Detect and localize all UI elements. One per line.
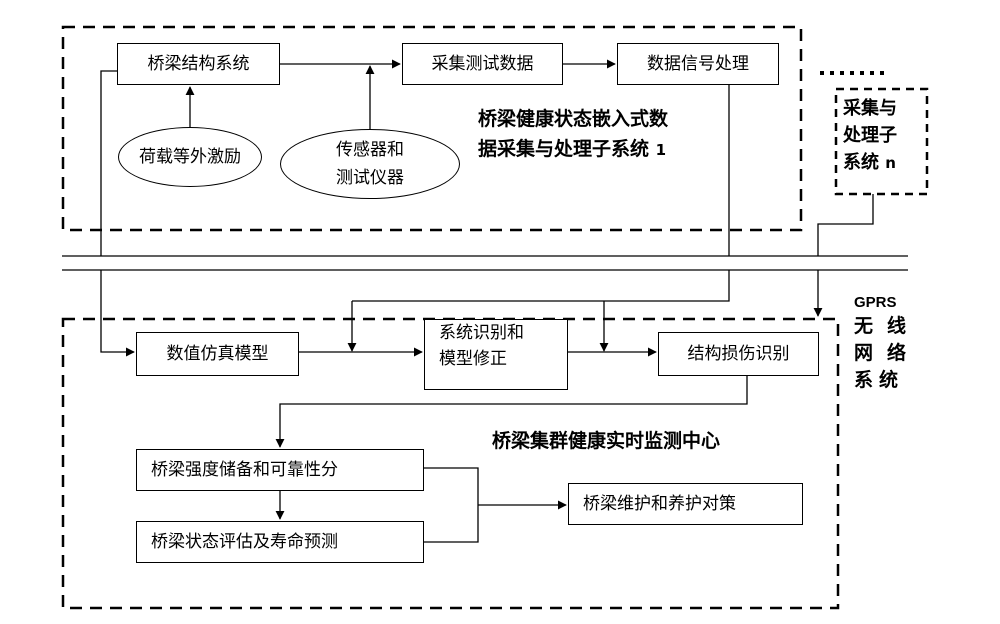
node-label-line2: 测试仪器 xyxy=(336,168,404,188)
subsystem-n-label: 采集与 处理子 系统 n xyxy=(843,95,897,177)
title-line2: 据采集与处理子系统 1 xyxy=(478,134,668,165)
link-structure-to-bus xyxy=(100,70,117,256)
label-line3: 系统 n xyxy=(843,149,897,177)
node-label: 荷载等外激励 xyxy=(139,147,241,167)
node-label: 桥梁结构系统 xyxy=(147,54,250,74)
node-sensors: 传感器和 测试仪器 xyxy=(280,129,460,199)
gprs-heading: GPRS xyxy=(854,294,897,311)
top-subsystem-title: 桥梁健康状态嵌入式数 据采集与处理子系统 1 xyxy=(478,104,668,165)
subsystem-index: n xyxy=(885,154,896,172)
node-state-assessment: 桥梁状态评估及寿命预测 xyxy=(136,521,424,563)
title-line1: 桥梁健康状态嵌入式数 xyxy=(478,108,669,130)
node-signal-processing: 数据信号处理 xyxy=(617,43,779,85)
node-damage-identification: 结构损伤识别 xyxy=(658,332,819,376)
node-label: 结构损伤识别 xyxy=(687,344,790,364)
node-bridge-structure: 桥梁结构系统 xyxy=(117,43,280,85)
node-label: 桥梁维护和养护对策 xyxy=(583,494,736,514)
subsystem-index: 1 xyxy=(655,141,667,159)
node-label-line1: 传感器和 xyxy=(336,140,404,160)
node-load-excitation: 荷载等外激励 xyxy=(118,127,262,187)
link-bus-to-center-split xyxy=(352,270,730,302)
link-subsystem-n-to-bus xyxy=(817,194,874,256)
node-label: 采集测试数据 xyxy=(431,54,534,74)
label-text: 系统 xyxy=(843,152,879,173)
link-bus-to-model xyxy=(100,270,135,357)
label-line1: 采集与 xyxy=(843,98,897,119)
bracket-to-maintenance xyxy=(424,467,479,543)
gprs-network-label: GPRS 无线 网络 系统 xyxy=(854,293,920,394)
title-text: 据采集与处理子系统 xyxy=(478,138,650,160)
node-label: 数据信号处理 xyxy=(647,54,749,74)
node-label: 桥梁状态评估及寿命预测 xyxy=(151,532,338,552)
node-label-line1: 系统识别和 xyxy=(439,323,524,343)
node-collect-test-data: 采集测试数据 xyxy=(402,43,563,85)
network-line1: 无线 xyxy=(854,315,921,337)
node-strength-reliability: 桥梁强度储备和可靠性分 xyxy=(136,449,424,491)
node-maintenance: 桥梁维护和养护对策 xyxy=(568,483,803,525)
node-label-line2: 模型修正 xyxy=(439,349,507,369)
label-line2: 处理子 xyxy=(843,125,897,146)
top-subsystem-border xyxy=(61,25,803,232)
node-label: 数值仿真模型 xyxy=(166,344,269,364)
network-line2: 网络 xyxy=(854,342,921,364)
center-title: 桥梁集群健康实时监测中心 xyxy=(492,430,721,452)
network-line3: 系统 xyxy=(854,369,905,391)
link-damage-to-strength xyxy=(275,376,748,448)
node-system-identification: 系统识别和 模型修正 xyxy=(424,319,568,390)
subsystem-n-border xyxy=(834,87,929,196)
node-label: 桥梁强度储备和可靠性分 xyxy=(151,460,338,480)
node-numerical-model: 数值仿真模型 xyxy=(136,332,299,376)
